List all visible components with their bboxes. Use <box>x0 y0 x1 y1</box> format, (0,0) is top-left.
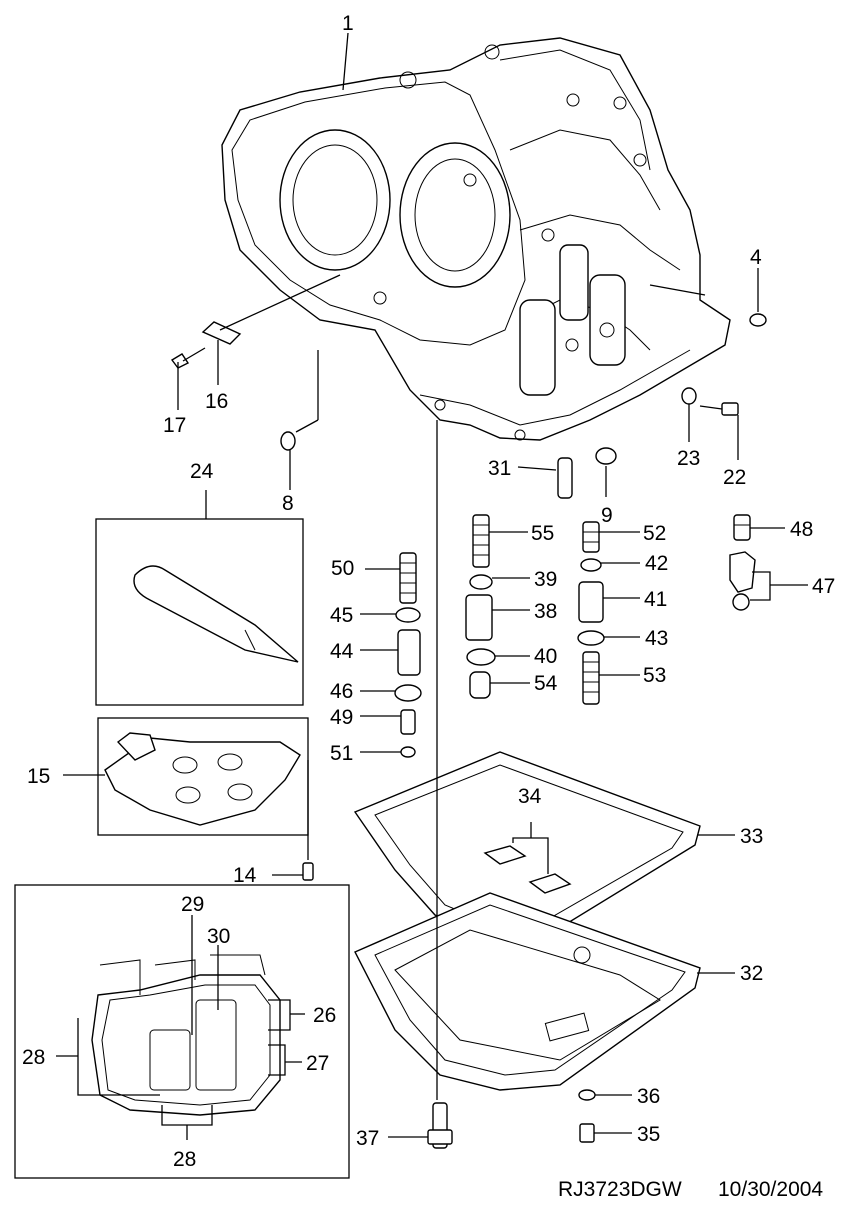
leader-lines <box>63 32 808 1138</box>
callout-37: 37 <box>356 1127 379 1150</box>
callout-29: 29 <box>181 893 204 916</box>
drain-plug-35 <box>579 1123 595 1143</box>
callout-47: 47 <box>812 575 835 598</box>
callout-9: 9 <box>601 504 613 527</box>
callout-22: 22 <box>723 466 746 489</box>
callout-34: 34 <box>518 785 542 808</box>
callout-31: 31 <box>488 457 511 480</box>
inset-valve-body-box <box>14 884 350 1179</box>
callout-44: 44 <box>330 640 354 663</box>
bolt-37 <box>427 1102 453 1149</box>
transmission-case <box>221 37 731 441</box>
valve-stack-left <box>394 552 422 758</box>
strainer-box <box>97 717 309 836</box>
callout-8: 8 <box>282 492 294 515</box>
drawing-date: 10/30/2004 <box>718 1178 823 1201</box>
callout-41: 41 <box>644 588 667 611</box>
callout-43: 43 <box>645 627 668 650</box>
callout-50: 50 <box>331 557 354 580</box>
callout-36: 36 <box>637 1085 660 1108</box>
callout-42: 42 <box>645 552 668 575</box>
callout-48: 48 <box>790 518 813 541</box>
plate-16 <box>201 321 242 345</box>
nut-4 <box>749 313 767 327</box>
callout-33: 33 <box>740 825 763 848</box>
callout-35: 35 <box>637 1123 660 1146</box>
callout-16: 16 <box>205 390 228 413</box>
bolt-17 <box>170 347 206 369</box>
callout-14: 14 <box>233 864 257 887</box>
callout-54: 54 <box>534 672 558 695</box>
callout-17: 17 <box>163 414 186 437</box>
valve-stack-middle <box>465 514 496 699</box>
callout-32: 32 <box>740 962 763 985</box>
callout-55: 55 <box>531 522 554 545</box>
callout-53: 53 <box>643 664 666 687</box>
callout-28-left: 28 <box>22 1046 45 1069</box>
magnets-34 <box>483 822 572 894</box>
callout-40: 40 <box>534 645 557 668</box>
sealant-box <box>95 518 304 706</box>
callout-52: 52 <box>643 522 666 545</box>
callout-1: 1 <box>342 12 354 35</box>
washer-36 <box>578 1089 596 1101</box>
ring-9 <box>595 447 617 465</box>
tube-31 <box>557 457 573 499</box>
callout-30: 30 <box>207 925 230 948</box>
callout-15: 15 <box>27 765 50 788</box>
callout-28-bottom: 28 <box>173 1148 196 1171</box>
drawing-code: RJ3723DGW <box>558 1178 682 1201</box>
callout-24: 24 <box>190 460 214 483</box>
spring-48-and-parts-47 <box>729 514 756 611</box>
bolt-14 <box>302 862 314 881</box>
callout-38: 38 <box>534 600 557 623</box>
washer-8 <box>280 431 296 451</box>
washer-23 <box>681 387 697 405</box>
callout-23: 23 <box>677 447 700 470</box>
oil-pan-32 <box>354 892 701 1091</box>
callout-49: 49 <box>330 706 353 729</box>
plug-22 <box>699 402 739 416</box>
callout-27: 27 <box>306 1052 329 1075</box>
callout-46: 46 <box>330 680 353 703</box>
callout-26: 26 <box>313 1004 336 1027</box>
valve-stack-right <box>577 521 605 705</box>
callout-4: 4 <box>750 246 762 269</box>
callout-labels: 1 4 16 17 23 22 24 8 31 9 55 52 48 50 42… <box>22 12 835 1171</box>
callout-51: 51 <box>330 742 353 765</box>
callout-39: 39 <box>534 568 557 591</box>
callout-45: 45 <box>330 604 353 627</box>
